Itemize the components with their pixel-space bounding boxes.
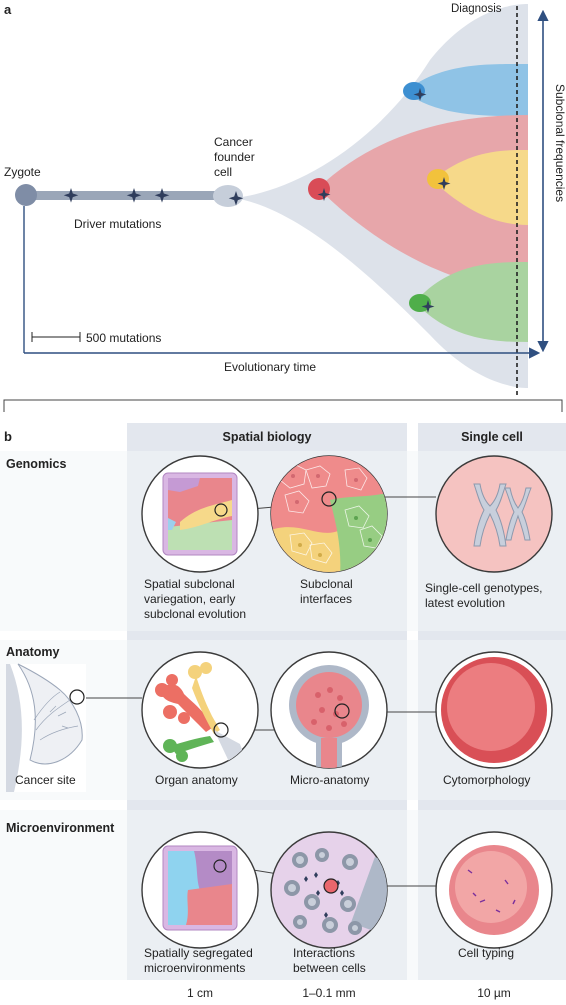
caption-cytomorphology: Cytomorphology [443,773,530,787]
caption-cell-typing: Cell typing [458,946,514,960]
zygote-cell [15,184,37,206]
star-icon [63,188,79,203]
caption-interactions-1: Interactions [293,946,355,960]
cytomorphology-illustration [435,651,553,769]
red-cell [308,178,330,200]
single-cell-header: Single cell [461,430,523,444]
caption-single-cell-genotypes-1: Single-cell genotypes, [425,581,542,595]
spatial-biology-header: Spatial biology [223,430,312,444]
caption-interactions-2: between cells [293,961,366,975]
cancer-site-illustration [6,663,86,792]
caption-subclonal-interfaces-2: interfaces [300,592,352,606]
founder-label-line1: Cancer [214,135,253,149]
star-icon [126,188,142,203]
yellow-cell [427,169,449,189]
green-subclone [415,262,528,342]
caption-single-cell-genotypes-2: latest evolution [425,596,505,610]
micro-anatomy-illustration [270,651,388,769]
star-icon [437,177,451,190]
star-icon [317,188,331,201]
panel-a-label: a [4,2,12,17]
caption-spatial-variegation-1: Spatial subclonal [144,577,235,591]
spatial-variegation-illustration [141,455,259,573]
scale-bar-label: 500 mutations [86,331,161,345]
anatomy-row-label: Anatomy [6,645,60,659]
panel-bracket [3,399,563,412]
caption-organ-anatomy: Organ anatomy [155,773,238,787]
scale-label-um: 10 µm [477,986,511,1000]
cell-typing-illustration [435,831,553,949]
scale-label-cm: 1 cm [187,986,213,1000]
founder-cell [213,185,243,207]
star-icon [421,300,435,313]
caption-cancer-site: Cancer site [15,773,76,787]
founder-label-line3: cell [214,165,232,179]
driver-mutations-label: Driver mutations [74,217,161,231]
caption-micro-anatomy: Micro-anatomy [290,773,369,787]
zygote-label: Zygote [4,165,41,179]
founder-label-line2: founder [214,150,255,164]
diagnosis-label: Diagnosis [451,3,502,15]
caption-segregated-2: microenvironments [144,961,245,975]
cell-interactions-illustration [270,831,388,949]
genomics-row-label: Genomics [6,457,66,471]
star-icon [228,191,244,206]
organ-anatomy-illustration [141,651,259,769]
star-icon [413,88,427,101]
microenvironment-row-label: Microenvironment [6,821,115,835]
caption-subclonal-interfaces-1: Subclonal [300,577,353,591]
frequency-axis-label: Subclonal frequencies [553,84,566,202]
subclone-star-icons [317,88,451,313]
chromosome-illustration [435,455,553,573]
panel-b-label: b [4,429,12,444]
yellow-subclone [432,150,528,225]
caption-spatial-variegation-2: variegation, early [144,592,235,606]
caption-spatial-variegation-3: subclonal evolution [144,607,246,621]
segregated-microenvironments-illustration [141,831,259,949]
blue-cell [403,82,425,100]
blue-subclone [405,63,528,117]
caption-segregated-1: Spatially segregated [144,946,253,960]
time-axis-label: Evolutionary time [224,360,316,374]
star-icon [154,188,170,203]
driver-star-icons [63,188,244,206]
scale-label-mm: 1–0.1 mm [302,986,355,1000]
